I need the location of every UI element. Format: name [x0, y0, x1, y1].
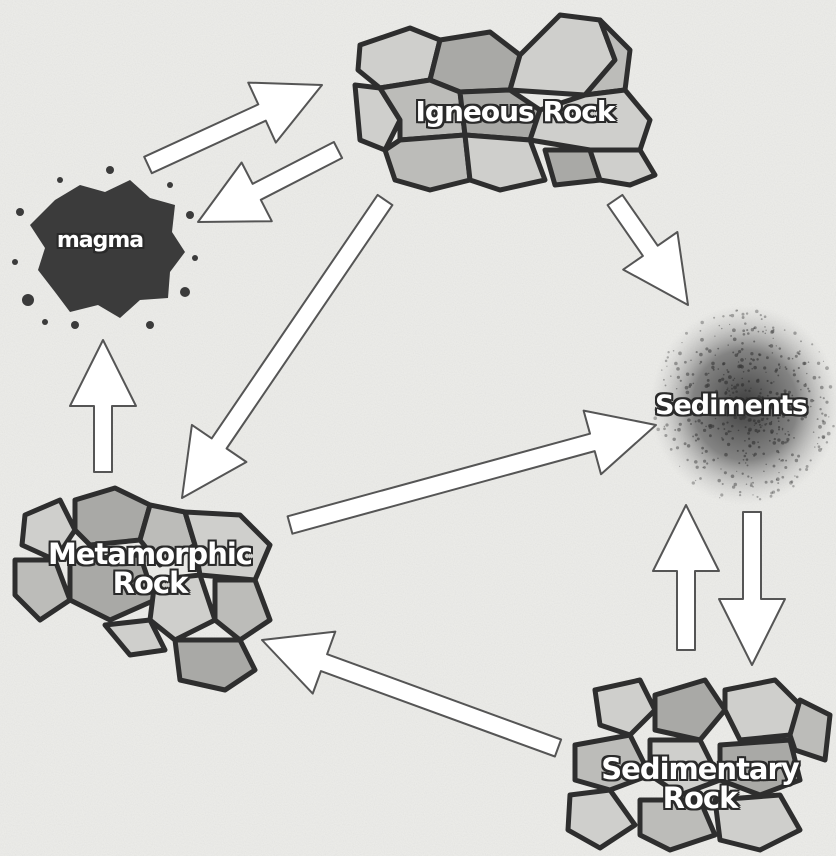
- arrow-metamorphic-to-magma: [69, 339, 137, 473]
- arrow-sedimentary-to-sediments: [652, 504, 720, 651]
- arrows-group: [69, 81, 786, 758]
- arrow-metamorphic-to-sediments: [286, 409, 657, 535]
- arrow-sedimentary-to-metamorphic: [261, 630, 563, 758]
- magma-label: magma: [56, 228, 144, 253]
- magma-blob-illustration: [12, 166, 198, 329]
- arrow-sediments-to-sedimentary: [718, 511, 786, 666]
- sedimentary-rock-label-line1: Sedimentary: [601, 752, 799, 786]
- metamorphic-rock-label: Metamorphic Rock: [20, 540, 280, 598]
- sedimentary-rock-illustration: [565, 677, 833, 853]
- arrow-igneous-to-metamorphic: [181, 193, 394, 499]
- sedimentary-rock-label-line2: Rock: [662, 781, 739, 815]
- arrow-igneous-to-sediments: [606, 193, 689, 306]
- arrow-magma-to-igneous: [143, 81, 323, 175]
- igneous-rock-label: Igneous Rock: [415, 95, 616, 128]
- igneous-rock-illustration: [352, 12, 658, 193]
- sediments-label: Sediments: [655, 390, 808, 421]
- sediments-illustration: [650, 305, 836, 505]
- arrow-igneous-to-magma: [197, 141, 344, 223]
- sedimentary-rock-label: Sedimentary Rock: [570, 755, 830, 813]
- metamorphic-rock-illustration: [12, 485, 273, 693]
- metamorphic-rock-label-line1: Metamorphic: [48, 537, 253, 571]
- metamorphic-rock-label-line2: Rock: [112, 566, 189, 600]
